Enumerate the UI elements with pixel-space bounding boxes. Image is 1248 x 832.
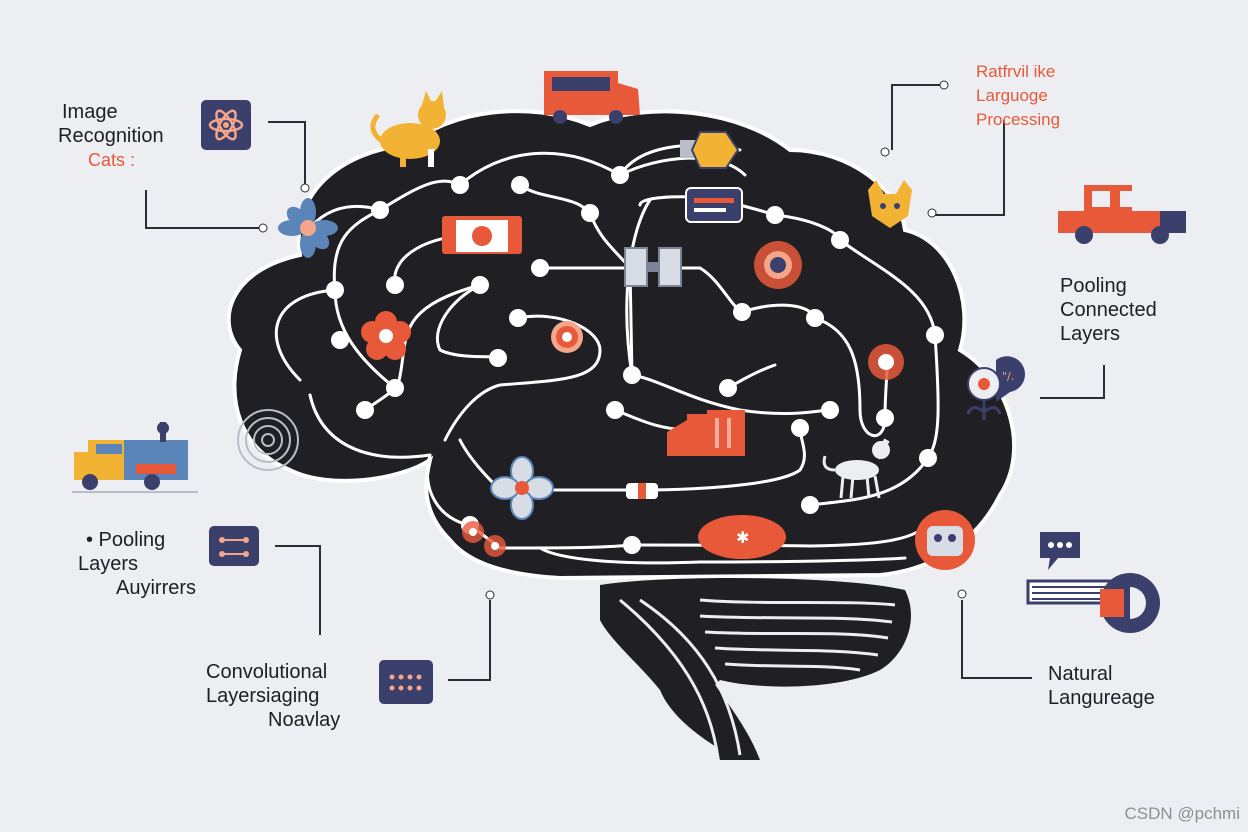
circuit-node	[801, 496, 819, 514]
connector-lines	[145, 84, 1105, 681]
flower-icon	[966, 367, 1002, 420]
circuit-node	[623, 366, 641, 384]
label-line: • Pooling	[86, 529, 166, 551]
flower-icon	[462, 521, 506, 557]
capsule-icon	[626, 483, 658, 499]
label-line: Layers	[1060, 323, 1121, 345]
circuit-node	[919, 449, 937, 467]
circuit-node	[791, 419, 809, 437]
circuit-node	[471, 276, 489, 294]
building-icon	[667, 410, 745, 456]
circuit-node	[821, 401, 839, 419]
label-line: Connected	[1060, 299, 1157, 321]
label-line: Convolutional	[206, 661, 328, 683]
sparkle-markers	[258, 80, 967, 600]
cloud-icon: ✱	[698, 515, 786, 559]
label-line: Ratfrvil ike	[976, 62, 1056, 81]
cat-icon	[822, 438, 890, 499]
chat-icon: "/.	[996, 356, 1025, 402]
gauge-icon	[1026, 573, 1160, 633]
chat-icon	[1040, 532, 1080, 570]
circuit-node	[831, 231, 849, 249]
circuit-node	[331, 331, 349, 349]
flower-icon	[278, 198, 338, 258]
label-line: Auyirrers	[116, 577, 197, 599]
circuit-node	[806, 309, 824, 327]
circuit-node	[926, 326, 944, 344]
flower-icon	[868, 344, 904, 380]
label-line: Natural	[1048, 663, 1113, 685]
label-image-recognition: Image Recognition Cats :	[58, 100, 164, 172]
circuit-node	[386, 379, 404, 397]
circuit-node	[606, 401, 624, 419]
circuit-node	[371, 201, 389, 219]
circuit-node	[531, 259, 549, 277]
car-icon	[1058, 185, 1186, 244]
binoculars-icon	[624, 247, 682, 287]
label-line: Larguoge	[976, 86, 1048, 105]
label-line: Processing	[976, 110, 1061, 129]
gem-icon	[680, 131, 740, 169]
label-line: Langureage	[1048, 687, 1155, 709]
label-line: Cats :	[88, 150, 136, 170]
circuit-node	[719, 379, 737, 397]
bus-icon	[72, 422, 198, 493]
label-line: Image	[62, 101, 118, 123]
chat-icon	[685, 187, 743, 223]
gear-icon	[442, 216, 522, 254]
circuit-node	[733, 303, 751, 321]
grid-icon[interactable]	[209, 526, 259, 566]
label-language-processing: Ratfrvil ike Larguoge Processing	[976, 60, 1060, 132]
circuit-node	[509, 309, 527, 327]
cat-icon	[370, 91, 446, 167]
label-line: Pooling	[1060, 275, 1127, 297]
circuit-node	[451, 176, 469, 194]
brain-silhouette	[226, 109, 1016, 760]
flower-icon	[490, 456, 554, 520]
svg-text:"/.: "/.	[1002, 370, 1014, 383]
circuit-node	[511, 176, 529, 194]
fingerprint-icon	[237, 409, 299, 471]
circuit-node	[766, 206, 784, 224]
circuit-nodes	[326, 166, 944, 554]
label-convolutional: Convolutional Layersiaging Noavlay	[206, 660, 340, 732]
dots-icon[interactable]	[379, 660, 433, 704]
truck-icon	[544, 71, 640, 124]
circuit-node	[326, 281, 344, 299]
fox-icon	[868, 180, 912, 228]
label-line: Layers	[78, 553, 139, 575]
flower-icon	[361, 311, 411, 360]
circuit-node	[356, 401, 374, 419]
label-line: Noavlay	[268, 709, 341, 731]
robot-icon	[915, 510, 975, 570]
circuit-node	[581, 204, 599, 222]
watermark: CSDN @pchmi	[1124, 804, 1241, 823]
circuit-node	[611, 166, 629, 184]
circuit-node	[876, 409, 894, 427]
label-pooling-layers: • Pooling Layers Auyirrers	[78, 528, 196, 600]
label-pooling-connected: Pooling Connected Layers	[1060, 274, 1157, 346]
flower-icon	[754, 241, 802, 289]
flower-icon	[551, 321, 583, 353]
label-line: Recognition	[58, 125, 164, 147]
circuit-node	[489, 349, 507, 367]
circuit-node	[386, 276, 404, 294]
circuit-node	[623, 536, 641, 554]
label-line: Layersiaging	[206, 685, 320, 707]
label-natural-language: Natural Langureage	[1048, 662, 1155, 710]
svg-text:✱: ✱	[736, 528, 749, 547]
atom-icon[interactable]	[201, 100, 251, 150]
